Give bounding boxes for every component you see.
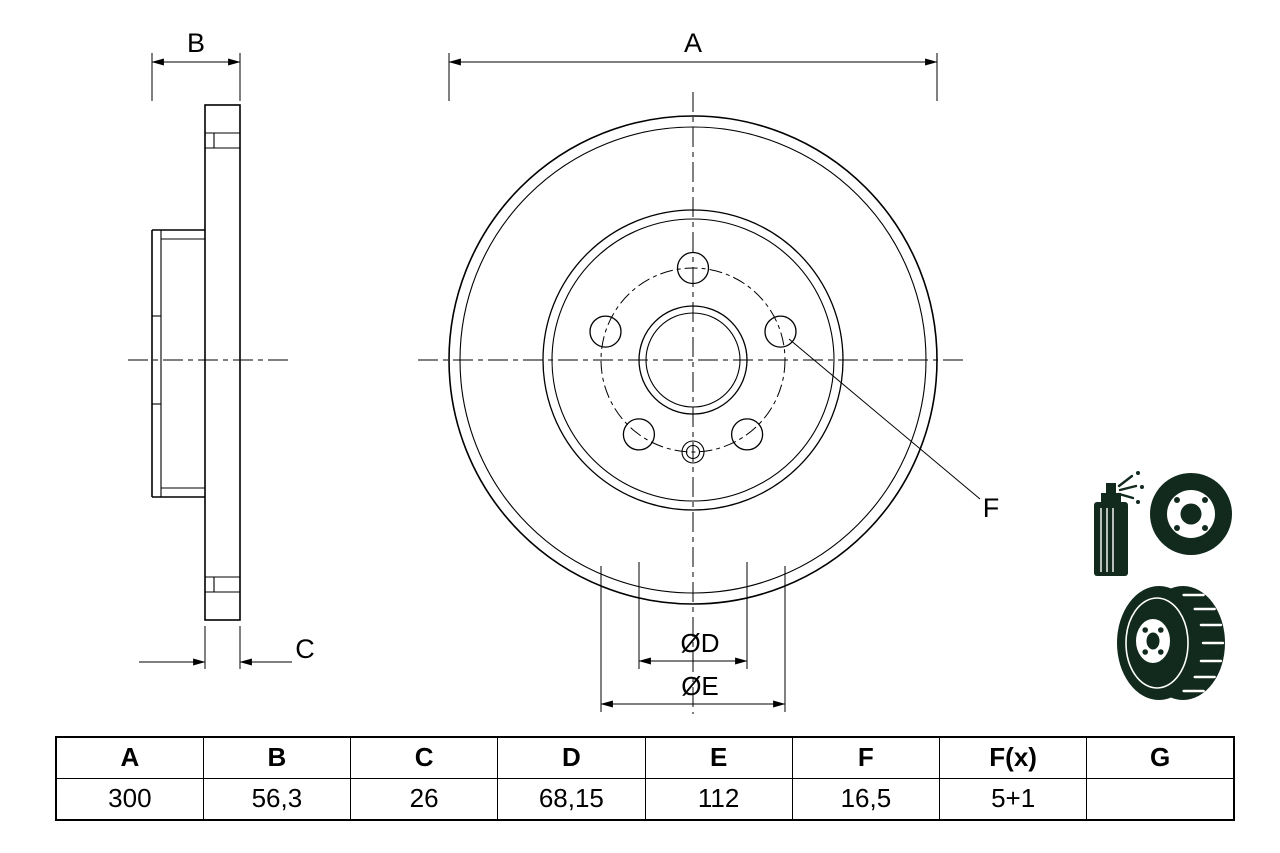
table-header-g: G (1086, 736, 1235, 779)
dimension-d: ØD (638, 562, 748, 669)
dimension-e: ØE (600, 566, 786, 712)
dimension-table: A B C D E F F(x) G 300 56,3 26 68,15 112… (55, 736, 1235, 821)
table-value-a: 300 (55, 777, 204, 821)
table-value-e: 112 (644, 777, 793, 821)
table-value-f: 16,5 (791, 777, 941, 821)
table-value-b: 56,3 (202, 777, 352, 821)
dimension-a: A (448, 28, 938, 101)
dimension-e-label: ØE (681, 671, 719, 701)
friction-ring-section (204, 104, 241, 621)
bolt-circle (600, 267, 786, 453)
vented-disc-icon (1117, 586, 1225, 700)
hat-section (151, 229, 205, 498)
dimension-c-label: C (295, 634, 315, 664)
table-value-g (1086, 777, 1235, 821)
center-bore-chamfer-circle (645, 312, 741, 408)
outer-inner-circle (459, 126, 927, 594)
table-header-f: F (791, 736, 941, 779)
spray-can-icon (1094, 471, 1144, 576)
bolt-holes (589, 251, 797, 451)
dimension-b: B (151, 28, 241, 101)
table-header-d: D (497, 736, 646, 779)
dimension-a-label: A (684, 28, 702, 58)
side-view (128, 104, 288, 621)
table-value-row: 300 56,3 26 68,15 112 16,5 5+1 (55, 777, 1235, 821)
dimension-c: C (139, 626, 315, 669)
disc-front-icon (1150, 473, 1232, 555)
coated-disc-icon (1094, 471, 1232, 576)
table-value-fx: 5+1 (938, 777, 1088, 821)
bolt-hole (676, 251, 710, 285)
hat-edge-circle (551, 218, 835, 502)
outer-diameter-circle (448, 115, 938, 605)
table-value-d: 68,15 (497, 777, 646, 821)
leader-f: F (788, 338, 1000, 523)
table-header-e: E (644, 736, 793, 779)
table-header-a: A (55, 736, 204, 779)
bolt-hole (764, 315, 797, 348)
technical-drawing: B C (128, 28, 1232, 714)
locating-hole (681, 440, 705, 464)
table-header-row: A B C D E F F(x) G (55, 736, 1235, 779)
dimension-b-label: B (187, 28, 205, 58)
table-value-c: 26 (349, 777, 499, 821)
table-header-fx: F(x) (938, 736, 1088, 779)
bolt-hole (622, 418, 656, 451)
friction-band-inner-circle (542, 209, 844, 511)
center-bore-circle (638, 305, 748, 415)
dimension-f-label: F (983, 493, 1000, 523)
dimension-d-label: ØD (681, 628, 720, 658)
bolt-hole (730, 418, 764, 451)
table-header-c: C (349, 736, 499, 779)
bolt-hole (589, 315, 622, 348)
front-view (418, 92, 968, 714)
table-header-b: B (202, 736, 352, 779)
